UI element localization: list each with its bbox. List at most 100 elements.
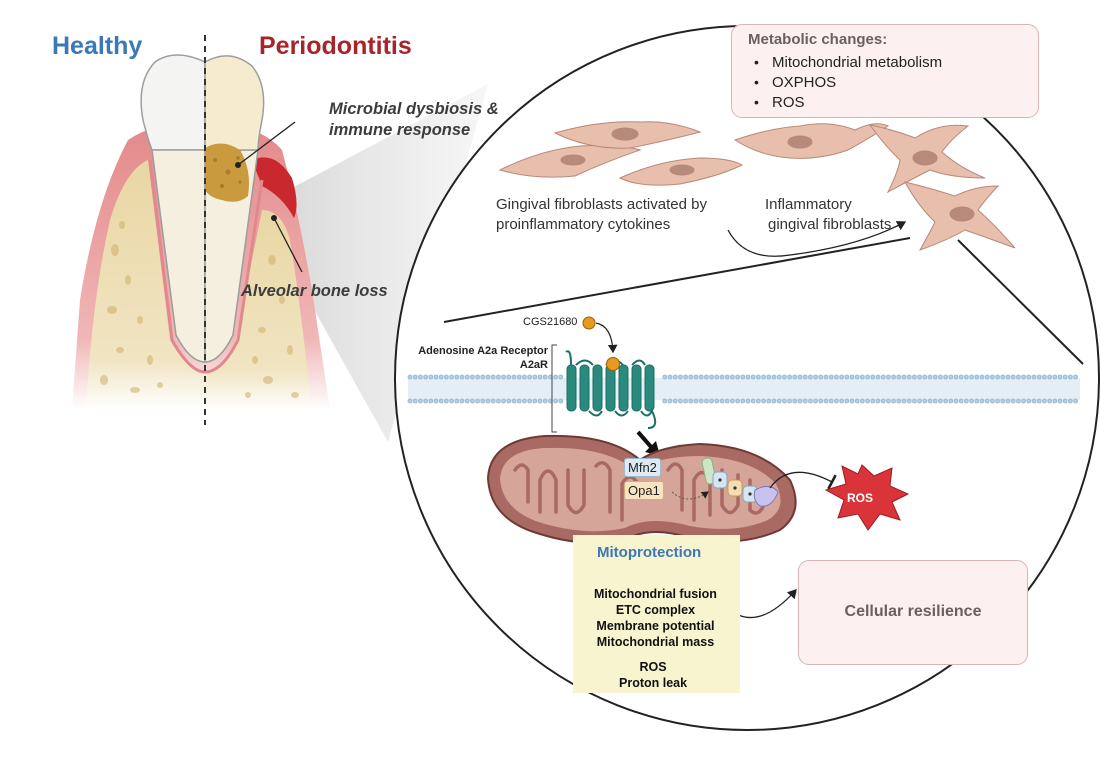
cellular-resilience-box: Cellular resilience	[798, 560, 1028, 665]
metabolic-title: Metabolic changes:	[748, 31, 888, 48]
phospholipid-head	[958, 398, 964, 404]
phospholipid-head	[886, 374, 891, 380]
ros-label: ROS	[847, 491, 874, 505]
phospholipid-head	[438, 374, 444, 380]
phospholipid-head	[506, 374, 512, 380]
phospholipid-head	[1036, 398, 1042, 404]
phospholipid-head	[496, 398, 501, 404]
phospholipid-head	[854, 398, 860, 404]
activated-fibroblasts-label: Gingival fibroblasts activated by proinf…	[496, 195, 707, 235]
cgs21680-ligand	[582, 316, 596, 330]
phospholipid-head	[740, 398, 746, 404]
down-item: ROS	[639, 660, 667, 674]
phospholipid-head	[813, 374, 818, 380]
phospholipid-head	[938, 398, 943, 404]
dysbiosis-line1: Microbial dysbiosis &	[329, 100, 499, 118]
phospholipid-head	[766, 374, 772, 380]
phospholipid-head	[1026, 374, 1032, 380]
phospholipid-head	[542, 398, 548, 404]
activated-line2: proinflammatory cytokines	[496, 216, 671, 233]
phospholipid-head	[709, 374, 714, 380]
phospholipid-head	[839, 374, 844, 380]
phospholipid-head	[844, 398, 850, 404]
ros-star	[824, 464, 910, 531]
phospholipid-head	[678, 398, 683, 404]
phospholipid-head	[964, 374, 969, 380]
phospholipid-head	[865, 398, 870, 404]
phospholipid-head	[719, 398, 725, 404]
phospholipid-head	[896, 398, 902, 404]
phospholipid-head	[485, 374, 491, 380]
phospholipid-head	[953, 398, 959, 404]
phospholipid-head	[818, 398, 824, 404]
phospholipid-head	[698, 398, 704, 404]
phospholipid-head	[1010, 398, 1016, 404]
phospholipid-head	[418, 398, 423, 404]
phospholipid-head	[490, 374, 496, 380]
receptor-abbrev: A2aR	[519, 359, 548, 371]
phospholipid-head	[1057, 398, 1063, 404]
phospholipid-head	[470, 398, 475, 404]
up-item: Mitochondrial mass	[596, 635, 715, 649]
phospholipid-head	[693, 374, 699, 380]
phospholipid-head	[537, 398, 543, 404]
phospholipid-head	[943, 374, 948, 380]
phospholipid-head	[886, 398, 891, 404]
phospholipid-head	[1036, 374, 1042, 380]
phospholipid-head	[532, 398, 538, 404]
phospholipid-head	[527, 398, 532, 404]
phospholipid-head	[776, 374, 782, 380]
phospholipid-head	[470, 374, 475, 380]
phospholipid-head	[407, 398, 413, 404]
phospholipid-head	[480, 374, 486, 380]
inflammatory-line1: Inflammatory	[765, 196, 852, 213]
opa1-label: Opa1	[624, 481, 664, 500]
phospholipid-head	[490, 398, 496, 404]
phospholipid-head	[496, 374, 501, 380]
phospholipid-head	[880, 398, 886, 404]
phospholipid-head	[844, 374, 850, 380]
phospholipid-head	[891, 398, 896, 404]
phospholipid-head	[532, 374, 538, 380]
phospholipid-head	[979, 398, 985, 404]
phospholipid-head	[828, 374, 834, 380]
phospholipid-head	[418, 374, 423, 380]
phospholipid-head	[870, 374, 876, 380]
metabolic-item: Mitochondrial metabolism	[754, 52, 942, 72]
receptor-bracket	[551, 344, 557, 433]
phospholipid-head	[444, 398, 449, 404]
phospholipid-head	[511, 374, 517, 380]
phospholipid-head	[527, 374, 532, 380]
phospholipid-head	[501, 398, 506, 404]
phospholipid-head	[943, 398, 948, 404]
phospholipid-head	[995, 398, 1000, 404]
phospholipid-head	[1052, 374, 1058, 380]
phospholipid-head	[860, 374, 865, 380]
phospholipid-head	[797, 374, 803, 380]
phospholipid-head	[932, 398, 938, 404]
phospholipid-head	[735, 398, 740, 404]
phospholipid-head	[901, 374, 907, 380]
phospholipid-head	[984, 398, 990, 404]
phospholipid-head	[693, 398, 699, 404]
phospholipid-head	[704, 398, 709, 404]
phospholipid-head	[740, 374, 746, 380]
phospholipid-head	[771, 398, 777, 404]
phospholipid-head	[776, 398, 782, 404]
phospholipid-head	[558, 398, 564, 404]
phospholipid-head	[667, 398, 673, 404]
phospholipid-head	[683, 398, 688, 404]
phospholipid-head	[459, 374, 465, 380]
phospholipid-head	[423, 398, 428, 404]
phospholipid-head	[454, 374, 460, 380]
signal-arrow	[636, 430, 654, 450]
phospholipid-head	[1010, 374, 1016, 380]
phospholipid-head	[459, 398, 465, 404]
phospholipid-head	[1031, 398, 1037, 404]
phospholipid-head	[688, 398, 694, 404]
phospholipid-head	[906, 374, 912, 380]
phospholipid-head	[444, 374, 449, 380]
phospholipid-head	[948, 398, 954, 404]
phospholipid-head	[672, 374, 678, 380]
phospholipid-head	[454, 398, 460, 404]
